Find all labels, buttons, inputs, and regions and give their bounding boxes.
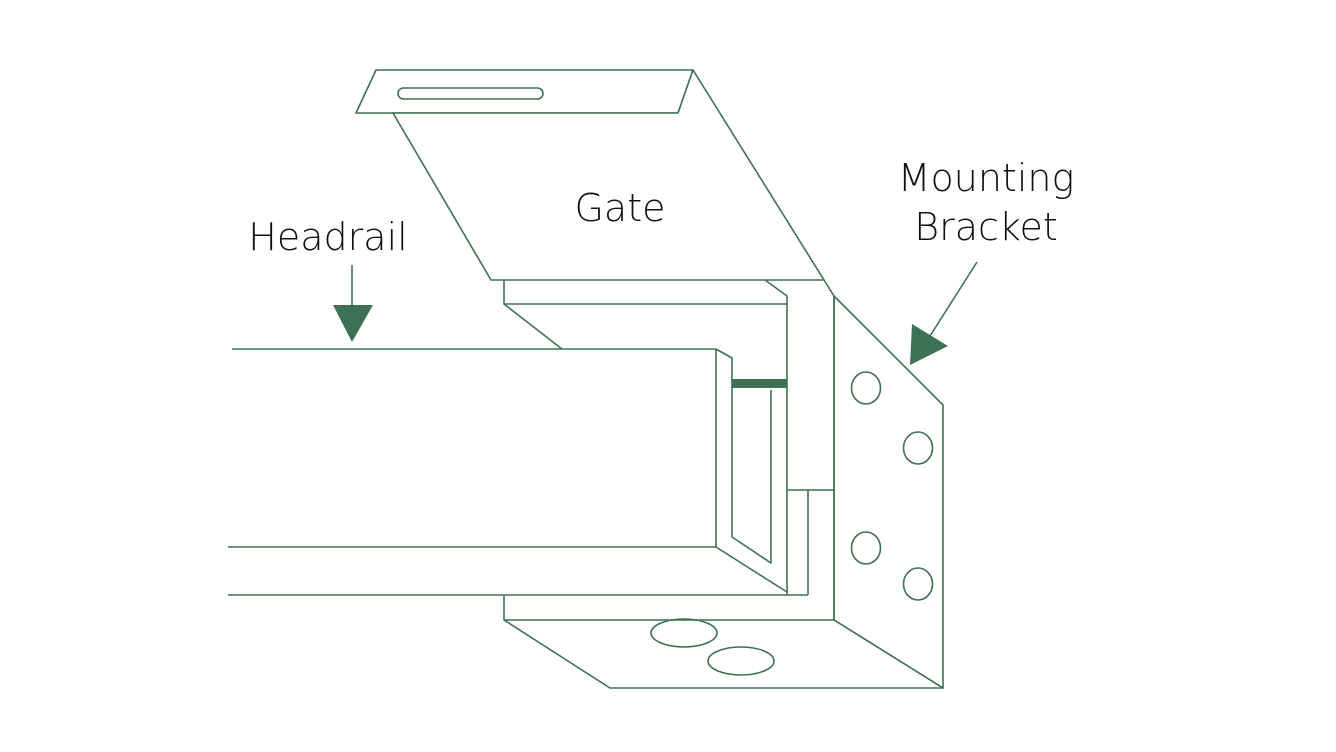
bracket-label-line1: Mounting [898, 156, 1075, 200]
bracket-arrow-line [929, 261, 978, 337]
bracket-hole [902, 431, 934, 465]
gate-slot [397, 87, 544, 100]
gate-seal-bar [732, 379, 787, 388]
headrail-lip [715, 348, 772, 564]
headrail-arrow-icon [333, 305, 373, 342]
channel-top [503, 280, 787, 305]
gate-panel [392, 69, 825, 281]
gate-top-flap [355, 69, 694, 114]
bracket-hole [850, 371, 882, 405]
bracket-label-line2: Bracket [914, 205, 1058, 249]
headrail-label: Headrail [248, 215, 407, 259]
channel-slant [764, 279, 788, 595]
plate-hole [707, 646, 775, 676]
gate-edge [823, 279, 835, 297]
gate-label: Gate [574, 186, 665, 230]
bracket-hole [902, 567, 934, 601]
plate-hole [650, 618, 718, 648]
bracket-bottom-plate [503, 619, 944, 689]
bracket-hole [850, 531, 882, 565]
channel-diagonal [503, 303, 563, 350]
headrail-base-slant [715, 546, 788, 593]
bracket-arrow-icon [910, 324, 948, 365]
